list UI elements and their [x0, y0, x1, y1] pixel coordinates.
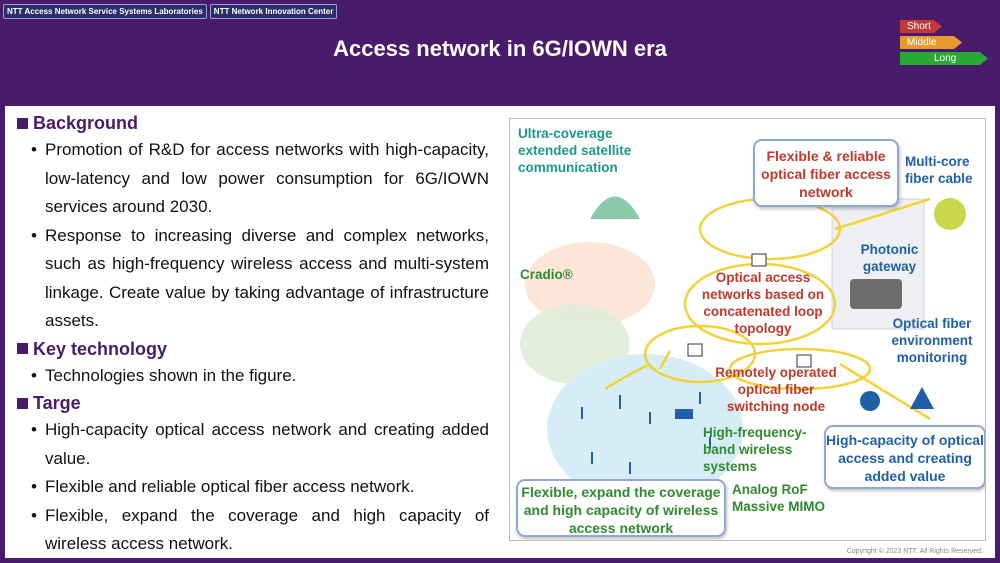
analog-rof-label: Analog RoF Massive MIMO — [732, 482, 826, 514]
satellite-label: Ultra-coverage extended satellite commun… — [518, 126, 632, 175]
text-column: Background •Promotion of R&D for access … — [17, 110, 489, 559]
figure-graphics — [520, 196, 966, 504]
multicore-label: Multi-core fiber cable — [905, 154, 973, 186]
legend-short: Short — [900, 20, 942, 33]
list-item: •Response to increasing diverse and comp… — [31, 225, 489, 331]
section-heading: Targe — [17, 390, 489, 416]
network-figure: Ultra-coverage extended satellite commun… — [509, 118, 986, 541]
switching-node-label: Remotely operated optical fiber switchin… — [715, 365, 837, 414]
high-capacity-box: High-capacity of optical access and crea… — [824, 425, 985, 489]
square-bullet-icon — [17, 397, 28, 409]
env-monitoring-label: Optical fiber environment monitoring — [891, 316, 973, 365]
list-item: •High-capacity optical access network an… — [31, 420, 489, 468]
legend-long: Long — [900, 52, 988, 65]
photonic-gateway-label: Photonic gateway — [860, 242, 919, 274]
high-frequency-label: High-frequency-band wireless systems — [703, 425, 807, 474]
org-tag: NTT Access Network Service Systems Labor… — [3, 4, 207, 19]
content-panel: Background •Promotion of R&D for access … — [5, 106, 995, 558]
list-item: •Promotion of R&D for access networks wi… — [31, 140, 489, 216]
list-item: •Flexible, expand the coverage and high … — [31, 505, 489, 554]
loop-topology-label: Optical access networks based on concate… — [701, 270, 825, 336]
section-heading: Key technology — [17, 336, 489, 362]
header-tags: NTT Access Network Service Systems Labor… — [3, 4, 338, 19]
square-bullet-icon — [17, 343, 28, 354]
legend-middle: Middle — [900, 36, 962, 49]
copyright-text: Copyright © 2023 NTT. All Rights Reserve… — [846, 548, 983, 555]
term-legend: Short Middle Long — [900, 20, 990, 68]
org-tag: NTT Network Innovation Center — [209, 4, 338, 19]
list-item: •Flexible and reliable optical fiber acc… — [31, 477, 415, 496]
flexible-fiber-box: Flexible & reliable optical fiber access… — [753, 139, 899, 207]
section-heading: Background — [17, 110, 489, 136]
list-item: •Technologies shown in the figure. — [31, 365, 297, 385]
expand-coverage-box: Flexible, expand the coverage and high c… — [516, 479, 726, 537]
square-bullet-icon — [17, 117, 28, 129]
cradio-label: Cradio® — [520, 267, 573, 282]
page-title: Access network in 6G/IOWN era — [333, 36, 667, 61]
